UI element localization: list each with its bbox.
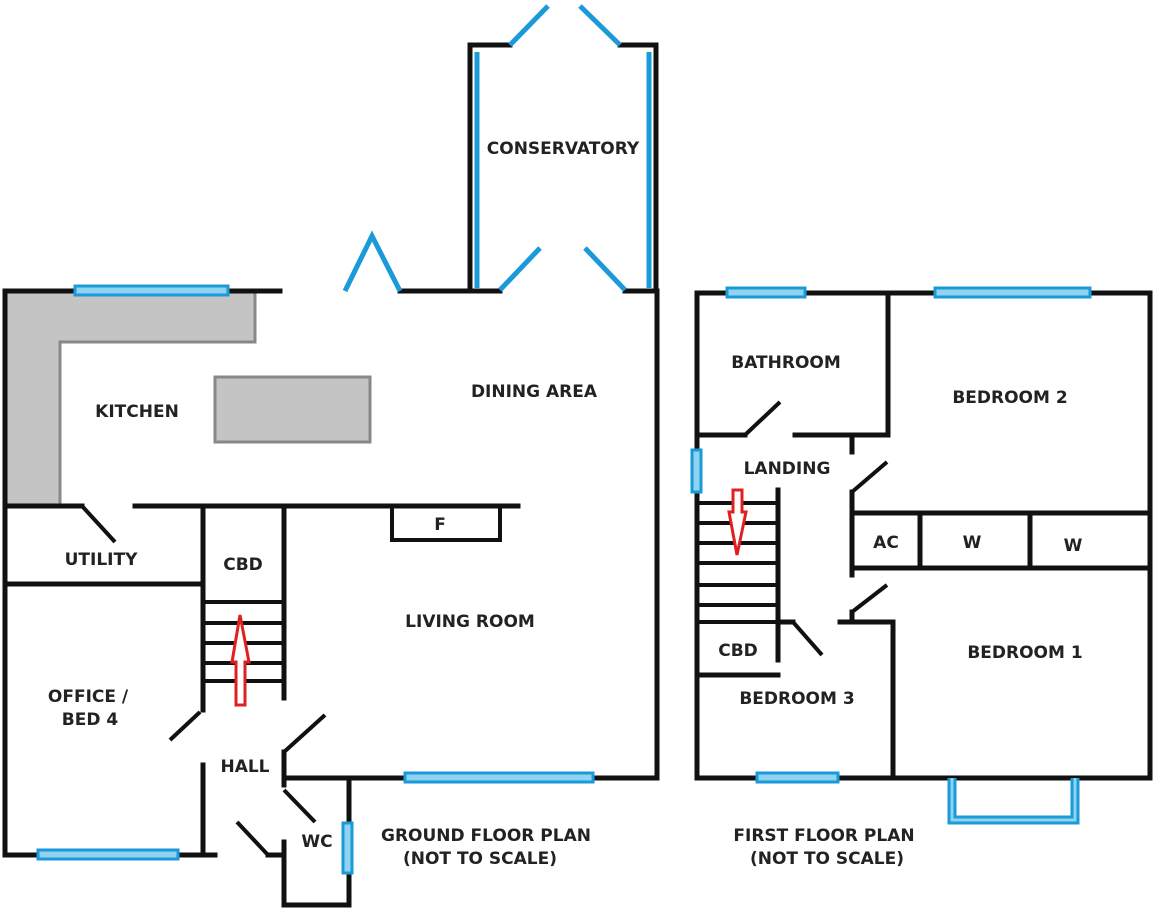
- wardrobe-label: W: [963, 533, 982, 553]
- patio-door: [342, 230, 403, 293]
- room-label-cbd: CBD: [223, 555, 263, 575]
- room-label-bedroom3: BEDROOM 3: [739, 689, 854, 709]
- bay-window-inner: [950, 778, 1077, 822]
- first-floor-subtitle: (NOT TO SCALE): [750, 849, 904, 869]
- fireplace-label: F: [434, 515, 446, 535]
- window: [36, 848, 180, 861]
- window: [755, 771, 840, 784]
- stair-up-arrow-icon: [230, 614, 251, 707]
- window: [690, 448, 703, 494]
- first-floor: BATHROOM BEDROOM 2 LANDING AC W W CBD BE…: [690, 286, 1153, 869]
- wardrobe-label: W: [1064, 536, 1083, 556]
- stair-down-arrow-icon: [727, 488, 748, 556]
- room-label-kitchen: KITCHEN: [95, 402, 179, 422]
- room-label-bathroom: BATHROOM: [731, 353, 841, 373]
- first-floor-title: FIRST FLOOR PLAN: [733, 826, 914, 846]
- window: [933, 286, 1092, 299]
- conservatory-glazing: [474, 4, 652, 292]
- fireplace: [390, 504, 502, 542]
- first-doors: [743, 400, 889, 657]
- room-label-bedroom1: BEDROOM 1: [967, 643, 1082, 663]
- window: [73, 284, 230, 297]
- window: [341, 821, 354, 875]
- room-label-cbd: CBD: [718, 641, 758, 661]
- room-label-utility: UTILITY: [65, 550, 138, 570]
- room-label-wc: WC: [301, 832, 332, 852]
- room-label-bed4: BED 4: [62, 710, 119, 730]
- ground-floor: CONSERVATORY KITCHEN DINING AREA UTILITY…: [2, 4, 660, 908]
- kitchen-island: [213, 375, 372, 444]
- first-walls: [694, 290, 1153, 781]
- room-label-landing: LANDING: [744, 459, 831, 479]
- room-label-living: LIVING ROOM: [405, 612, 535, 632]
- conservatory-walls: [467, 42, 659, 294]
- bay-window: [947, 778, 1080, 825]
- room-label-conservatory: CONSERVATORY: [487, 139, 640, 159]
- room-label-office: OFFICE /: [48, 687, 129, 707]
- window: [725, 286, 807, 299]
- ground-doors: [80, 504, 327, 857]
- room-label-bedroom2: BEDROOM 2: [952, 388, 1067, 408]
- cupboard-label-ac: AC: [873, 533, 899, 553]
- ground-floor-subtitle: (NOT TO SCALE): [403, 849, 557, 869]
- ground-floor-title: GROUND FLOOR PLAN: [381, 826, 591, 846]
- room-label-dining: DINING AREA: [471, 382, 598, 402]
- window: [403, 771, 595, 784]
- room-label-hall: HALL: [220, 757, 269, 777]
